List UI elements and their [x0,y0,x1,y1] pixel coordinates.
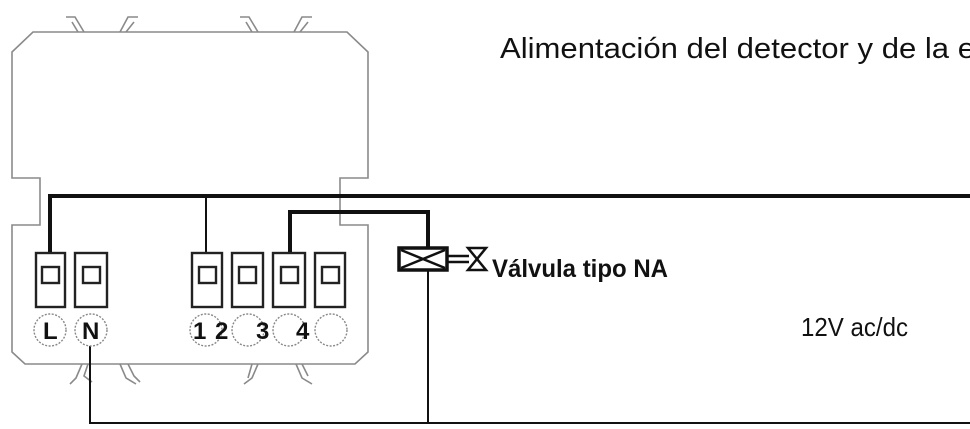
screw-4 [314,313,348,347]
neutral-wire [89,346,970,424]
terminal-2-3 [230,251,265,309]
terminal-3-4 [271,251,307,309]
terminal-label-N: N [82,318,99,345]
terminal-label-L: L [43,318,58,345]
mounting-clips [66,16,313,385]
detector-body-outline [11,31,369,365]
screw-2 [231,313,265,347]
terminal-N [73,251,109,309]
terminal-label-2: 2 [215,318,228,345]
terminal-4-valve-wire [288,210,430,253]
screw-L [33,313,67,347]
solenoid-valve-icon [397,246,489,272]
live-wire [48,194,970,253]
terminal-label-3: 3 [256,318,269,345]
valve-label: Válvula tipo NA [492,255,668,283]
screw-3 [272,313,306,347]
terminal-label-1: 1 [193,318,206,345]
terminal-1 [190,251,224,309]
terminal-spare [313,251,347,309]
screw-N [74,313,108,347]
screw-1 [189,313,223,347]
diagram-title: Alimentación del detector y de la e [500,33,970,65]
terminal-L [34,251,67,309]
terminal-label-4: 4 [296,318,310,345]
voltage-label: 12V ac/dc [801,312,908,342]
